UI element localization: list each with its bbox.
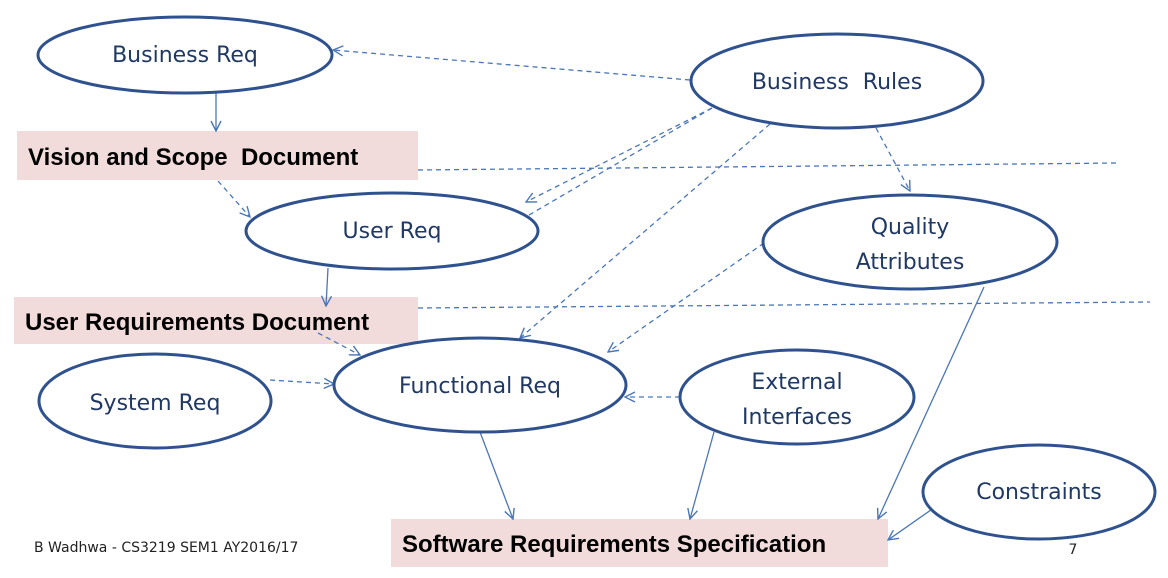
constraints-node: [921, 443, 1157, 541]
srs-document-box: [391, 519, 888, 567]
business-rules-label: Business Rules: [752, 70, 922, 95]
business-req-label: Business Req: [112, 43, 258, 68]
system-req-label: System Req: [90, 391, 221, 416]
quality-attributes-node: [761, 193, 1059, 291]
external-interfaces-node: [678, 348, 916, 446]
vision-scope-document-label: Vision and Scope Document: [28, 144, 358, 171]
arrow-quality-attributes-to-srs: [878, 286, 985, 519]
arrow-quality-attributes-to-functional-req: [608, 242, 765, 352]
functional-req-label: Functional Req: [399, 374, 561, 399]
external-interfaces-label-line2: Interfaces: [742, 405, 852, 430]
arrow-system-req-to-functional-req: [269, 380, 334, 384]
business-rules-node: [689, 32, 985, 130]
arrow-external-interfaces-to-srs: [690, 431, 715, 519]
arrow-business-rules-to-quality-attributes: [875, 127, 910, 191]
arrow-business-rules-to-functional-req: [520, 123, 771, 338]
vision-scope-document-box: [17, 131, 418, 180]
functional-req-node: [332, 336, 628, 434]
arrow-constraints-to-srs: [888, 504, 939, 540]
arrow-business-rules-to-user-req-b: [499, 107, 713, 233]
arrow-user-doc-to-functional-req: [317, 332, 360, 355]
page-number: 7: [1069, 542, 1078, 558]
arrow-user-req-to-user-doc: [326, 267, 328, 306]
vision-scope-separator-line: [417, 162, 1119, 171]
quality-attributes-label-line1: Quality: [871, 215, 950, 240]
quality-attributes-label-line2: Attributes: [856, 250, 965, 275]
srs-document-label: Software Requirements Specification: [402, 531, 826, 558]
user-requirements-document-box: [14, 297, 418, 344]
external-interfaces-label-line1: External: [751, 370, 842, 395]
user-requirements-document-label: User Requirements Document: [25, 309, 369, 336]
arrow-business-rules-to-business-req: [333, 50, 691, 81]
system-req-node: [37, 352, 273, 450]
user-req-label: User Req: [343, 219, 442, 244]
business-req-node: [36, 15, 334, 95]
user-req-node: [244, 191, 540, 271]
arrow-functional-req-to-srs: [479, 431, 513, 519]
footer-author: B Wadhwa - CS3219 SEM1 AY2016/17: [34, 540, 298, 556]
arrow-vision-doc-to-user-req: [217, 180, 250, 217]
constraints-label: Constraints: [976, 480, 1102, 505]
arrow-business-rules-to-user-req-a: [526, 107, 713, 202]
user-requirements-separator-line: [417, 301, 1151, 309]
